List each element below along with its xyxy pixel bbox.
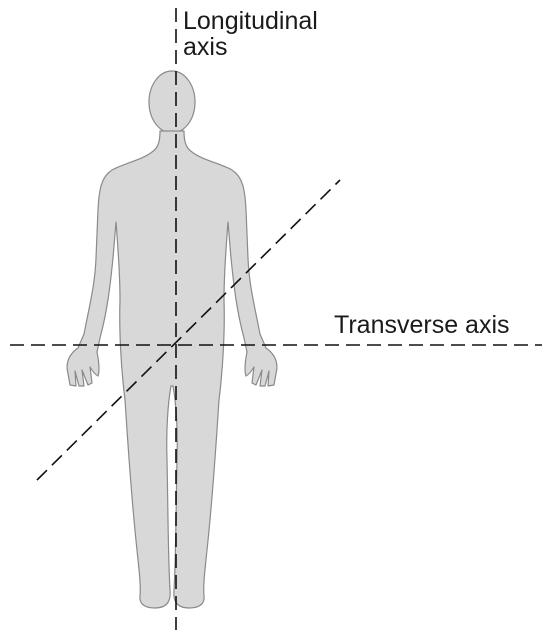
longitudinal-label-line2: axis <box>183 34 318 60</box>
human-body-figure <box>67 71 277 608</box>
longitudinal-label-line1: Longitudinal <box>183 8 318 34</box>
longitudinal-axis-label: Longitudinal axis <box>183 8 318 60</box>
transverse-axis-label: Transverse axis <box>334 312 510 338</box>
head-shape <box>149 71 195 133</box>
body-outline <box>67 131 277 608</box>
